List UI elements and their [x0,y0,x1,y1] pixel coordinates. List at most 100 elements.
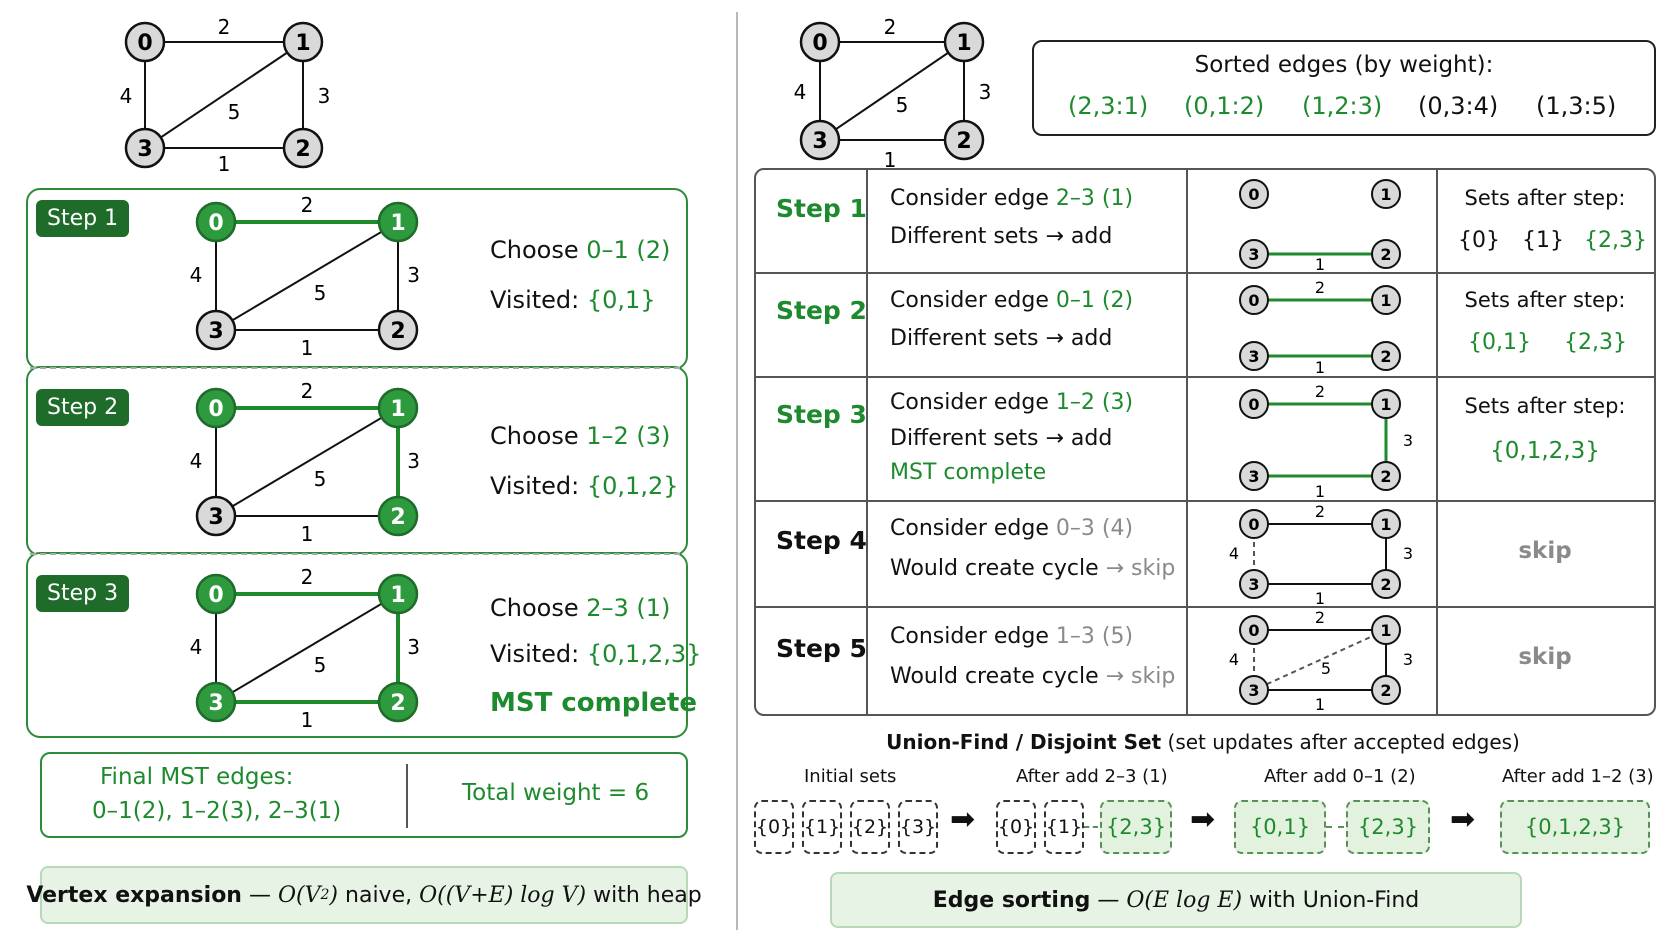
mst-complete-note: MST complete [890,460,1047,485]
graph-node: 3 [1239,569,1269,599]
graph-node: 2 [377,309,419,351]
graph-node-visited: 3 [195,681,237,723]
table-row: Step 1 Consider edge 2–3 (1) Different s… [756,170,1654,274]
table-divider [866,170,868,714]
step-label: Step 3 [776,400,867,429]
choose-text: Choose 2–3 (1) [490,594,671,622]
step-label: Step 4 [776,526,867,555]
uf-group-label: After add 1–2 (3) [1502,766,1654,787]
graph-node: 2 [1371,239,1401,269]
edge-weight-label: 1 [218,152,231,174]
graph-node: 0 [1239,179,1269,209]
graph-node: 0 [799,21,841,63]
svg-text:4: 4 [190,449,203,473]
svg-text:1: 1 [301,708,314,732]
step-label: Step 2 [776,296,867,325]
svg-text:0: 0 [1248,291,1259,310]
edge-weight-label: 2 [218,15,231,39]
svg-text:4: 4 [794,80,807,104]
table-row: Step 3 Consider edge 1–2 (3) Different s… [756,376,1654,502]
graph-node: 2 [1371,675,1401,705]
svg-text:0: 0 [208,397,223,422]
svg-text:1: 1 [295,31,310,56]
set-link [1326,826,1344,828]
prim-step-1-graph: 2 3 1 4 5 0 1 2 3 [190,193,420,360]
svg-text:1: 1 [1315,358,1325,374]
total-weight: Total weight = 6 [462,780,650,806]
svg-text:3: 3 [1248,681,1259,700]
uf-set: {0,1,2,3} [1500,800,1650,854]
svg-text:2: 2 [301,193,314,217]
graph-node-visited: 0 [195,201,237,243]
final-mst-box: Final MST edges: 0–1(2), 1–2(3), 2–3(1) … [40,752,688,838]
sorted-edge: (0,3:4) [1418,92,1499,120]
sorted-edge: (1,2:3) [1302,92,1383,120]
svg-text:4: 4 [190,635,203,659]
sorted-edges-box: Sorted edges (by weight): (2,3:1) (0,1:2… [1032,40,1656,136]
svg-text:2: 2 [884,15,897,39]
svg-text:1: 1 [1315,695,1325,712]
uf-group-label: Initial sets [804,766,897,787]
table-divider [1186,170,1188,714]
graph-node: 1 [943,21,985,63]
prim-step-2 [26,366,688,556]
svg-text:3: 3 [208,505,223,530]
graph-node: 1 [1371,285,1401,315]
svg-text:2: 2 [1380,245,1391,264]
sorted-edge: (0,1:2) [1184,92,1265,120]
step-separator [30,553,680,555]
svg-text:2: 2 [390,691,405,716]
svg-text:2: 2 [390,505,405,530]
table-row: Step 4 Consider edge 0–3 (4) Would creat… [756,500,1654,608]
svg-text:5: 5 [314,467,327,491]
divider-line [406,764,408,828]
svg-text:4: 4 [1229,544,1239,563]
consider-text: Consider edge 0–3 (4) [890,516,1134,541]
skip-label: skip [1518,538,1572,564]
graph-node: 2 [1371,461,1401,491]
mini-graph: 2 3 1 4 0 1 2 3 [1229,502,1413,606]
prim-step-3-graph: 2 3 1 4 5 0 1 2 3 [190,565,420,732]
graph-node: 1 [282,21,324,63]
svg-text:0: 0 [1248,395,1259,414]
graph-node-visited: 0 [195,387,237,429]
svg-text:3: 3 [208,319,223,344]
sorted-edge: (1,3:5) [1536,92,1617,120]
svg-text:2: 2 [1380,467,1391,486]
svg-text:2: 2 [1315,502,1325,521]
svg-text:0: 0 [1248,185,1259,204]
svg-text:2: 2 [956,129,971,154]
uf-set: {1} [1044,800,1084,854]
graph-node: 1 [1371,615,1401,645]
svg-text:5: 5 [1321,659,1331,678]
table-divider [1436,170,1438,714]
edge-weight-label: 4 [120,84,133,108]
svg-text:0: 0 [208,583,223,608]
svg-text:2: 2 [1315,382,1325,401]
svg-text:4: 4 [190,263,203,287]
table-row: Step 2 Consider edge 0–1 (2) Different s… [756,272,1654,378]
kruskal-complexity-note: Edge sorting — O(E log E) with Union-Fin… [830,872,1522,928]
svg-text:0: 0 [1248,515,1259,534]
set-value: {1} [1522,228,1564,253]
uf-set: {0,1} [1234,800,1326,854]
svg-text:2: 2 [295,137,310,162]
result-text: Would create cycle → skip [890,664,1176,689]
step-label: Step 1 [776,194,867,223]
step-tag: Step 2 [36,389,130,426]
set-value: {2,3} [1584,228,1647,253]
svg-text:3: 3 [1248,467,1259,486]
uf-group-label: After add 2–3 (1) [1016,766,1168,787]
step-tag: Step 1 [36,200,130,237]
union-find-title: Union-Find / Disjoint Set (set updates a… [886,730,1520,754]
graph-node: 0 [1239,615,1269,645]
choose-text: Choose 1–2 (3) [490,422,671,450]
step-tag: Step 3 [36,575,130,612]
skip-label: skip [1518,644,1572,670]
svg-text:3: 3 [1248,575,1259,594]
graph-node: 3 [195,495,237,537]
svg-text:4: 4 [1229,650,1239,669]
graph-node-visited: 2 [377,495,419,537]
graph-node: 3 [124,127,166,169]
graph-node-visited: 1 [377,201,419,243]
